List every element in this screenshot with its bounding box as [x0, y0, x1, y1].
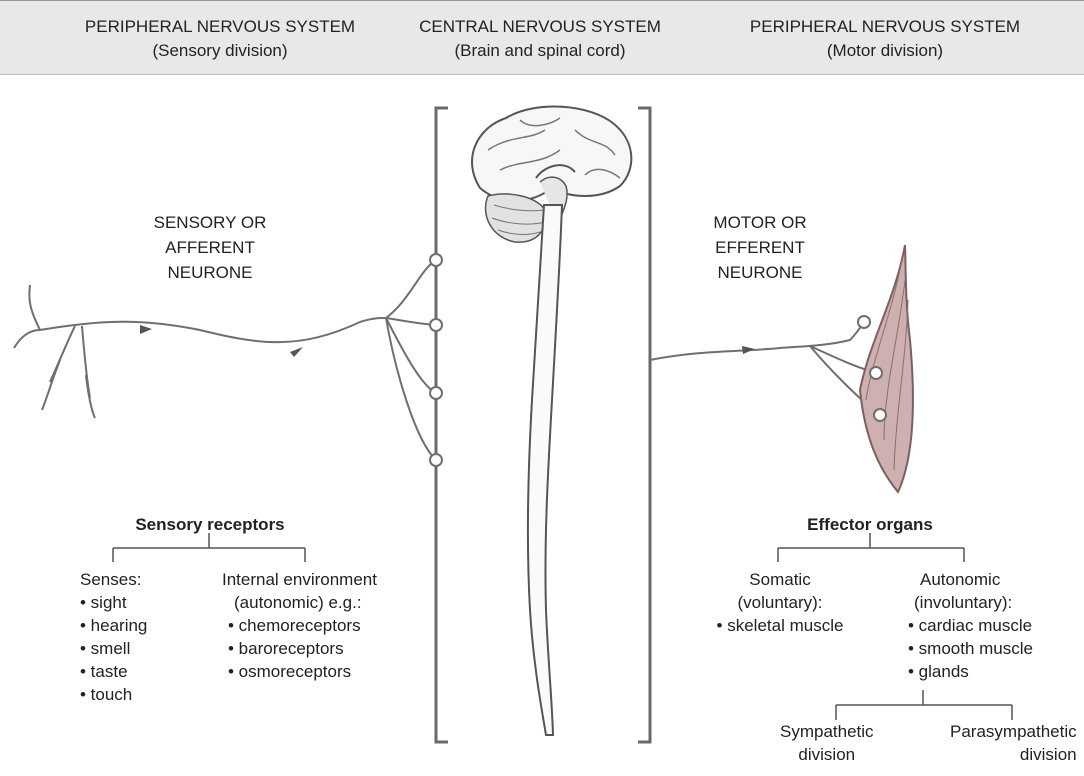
motor-neurone-line-1: MOTOR OR [680, 210, 840, 235]
internal-environment-list: Internal environment (autonomic) e.g.: •… [222, 568, 377, 683]
autonomic-item: • cardiac muscle [908, 614, 1033, 637]
somatic-item: • skeletal muscle [700, 614, 860, 637]
internal-item: • osmoreceptors [222, 660, 377, 683]
motor-neurone-line-3: NEURONE [680, 260, 840, 285]
effector-organs-title: Effector organs [780, 512, 960, 537]
senses-item: • taste [80, 660, 147, 683]
somatic-list: Somatic (voluntary): • skeletal muscle [700, 568, 860, 637]
motor-neurone-line-2: EFFERENT [680, 235, 840, 260]
senses-item: • smell [80, 637, 147, 660]
sensory-neurone-label: SENSORY OR AFFERENT NEURONE [120, 210, 300, 285]
motor-neurone-label: MOTOR OR EFFERENT NEURONE [680, 210, 840, 285]
sensory-neurone-line-3: NEURONE [120, 260, 300, 285]
autonomic-item: • glands [908, 660, 1033, 683]
autonomic-heading-2: (involuntary): [908, 591, 1033, 614]
somatic-heading-2: (voluntary): [700, 591, 860, 614]
sympathetic-line-1: Sympathetic [780, 720, 874, 743]
sensory-receptors-tree [113, 533, 305, 562]
autonomic-item: • smooth muscle [908, 637, 1033, 660]
senses-heading: Senses: [80, 568, 147, 591]
senses-item: • hearing [80, 614, 147, 637]
somatic-heading-1: Somatic [700, 568, 860, 591]
parasympathetic-division-label: Parasympathetic division [950, 720, 1077, 766]
sensory-neurone-line-2: AFFERENT [120, 235, 300, 260]
parasympathetic-line-1: Parasympathetic [950, 720, 1077, 743]
senses-item: • touch [80, 683, 147, 706]
sympathetic-line-2: division [780, 743, 874, 766]
sensory-arrow-2 [290, 347, 303, 357]
internal-heading-1: Internal environment [222, 568, 377, 591]
spinal-cord [528, 205, 562, 735]
sensory-neurone-line-1: SENSORY OR [120, 210, 300, 235]
sensory-neurone [14, 260, 436, 460]
autonomic-heading-1: Autonomic [908, 568, 1033, 591]
internal-item: • baroreceptors [222, 637, 377, 660]
internal-heading-2: (autonomic) e.g.: [222, 591, 377, 614]
parasympathetic-line-2: division [950, 743, 1077, 766]
sympathetic-division-label: Sympathetic division [780, 720, 874, 766]
internal-item: • chemoreceptors [222, 614, 377, 637]
muscle-fibre [860, 245, 913, 492]
senses-list: Senses: • sight • hearing • smell • tast… [80, 568, 147, 706]
senses-item: • sight [80, 591, 147, 614]
motor-neurone [650, 322, 880, 415]
cns-left-bracket [436, 108, 448, 742]
sensory-arrow-1 [140, 325, 152, 334]
autonomic-list: Autonomic (involuntary): • cardiac muscl… [908, 568, 1033, 683]
sensory-receptors-title: Sensory receptors [110, 512, 310, 537]
cns-right-bracket [638, 108, 650, 742]
